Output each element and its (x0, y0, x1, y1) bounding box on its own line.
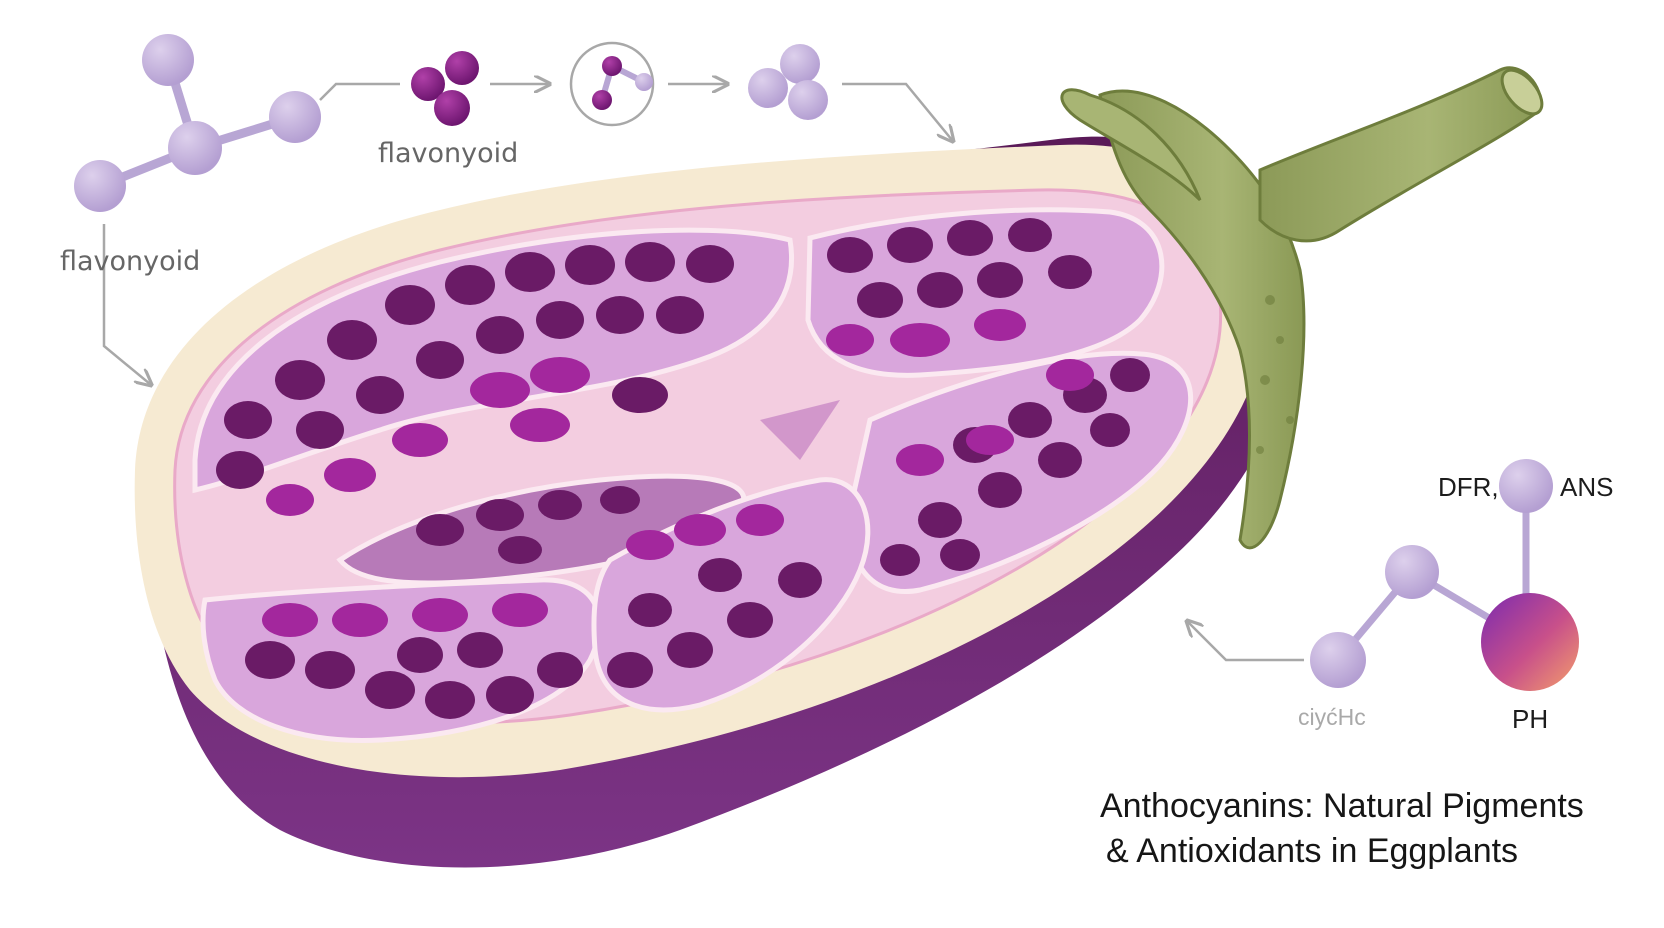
lilac-cluster (748, 44, 828, 120)
molecule-atom (74, 160, 126, 212)
arrow-left-down (102, 224, 150, 384)
stem-spots (1256, 295, 1294, 454)
label-enzymes-dfr: DFR, (1438, 472, 1499, 502)
label-enzymes-ans: ANS (1560, 472, 1614, 502)
purple-cluster (411, 51, 479, 126)
molecule-atom (142, 34, 194, 86)
label-flavonoid-top: flavonyoid (378, 138, 519, 169)
title-line-2: & Antioxidants in Eggplants (1106, 832, 1519, 870)
stem-stalk (1258, 66, 1543, 243)
label-flavonoid-left: flavonyoid (60, 246, 201, 277)
eggplant (134, 136, 1294, 868)
seeds (216, 218, 1150, 719)
label-ph: PH (1512, 704, 1549, 734)
eggplant-stem (1060, 66, 1544, 550)
molecule-atom (1499, 459, 1553, 513)
molecule-atom (1310, 632, 1366, 688)
cell-compartment-upper-left (192, 227, 794, 494)
central-vein (760, 400, 840, 460)
ring-molecule (569, 41, 655, 127)
pathway-top (411, 41, 952, 140)
arrow-to-cluster (319, 82, 400, 101)
seeds-magenta (262, 309, 1094, 637)
calyx (1098, 89, 1306, 550)
molecule-atom (1385, 545, 1439, 599)
arrow-back-to-eggplant (1188, 622, 1304, 662)
stem-tip (1500, 68, 1544, 116)
diagram-title: Anthocyanins: Natural Pigments & Antioxi… (1100, 784, 1640, 874)
calyx-lobe (1060, 88, 1202, 202)
molecule-chain-left (74, 34, 400, 384)
molecule-atom (168, 121, 222, 175)
title-line-1: Anthocyanins: Natural Pigments (1100, 787, 1584, 825)
arrow-3 (842, 82, 952, 140)
ph-sphere (1481, 593, 1579, 691)
label-faint: ciyćHc (1298, 704, 1366, 730)
molecule-chain-right (1188, 459, 1579, 691)
molecule-atom (269, 91, 321, 143)
